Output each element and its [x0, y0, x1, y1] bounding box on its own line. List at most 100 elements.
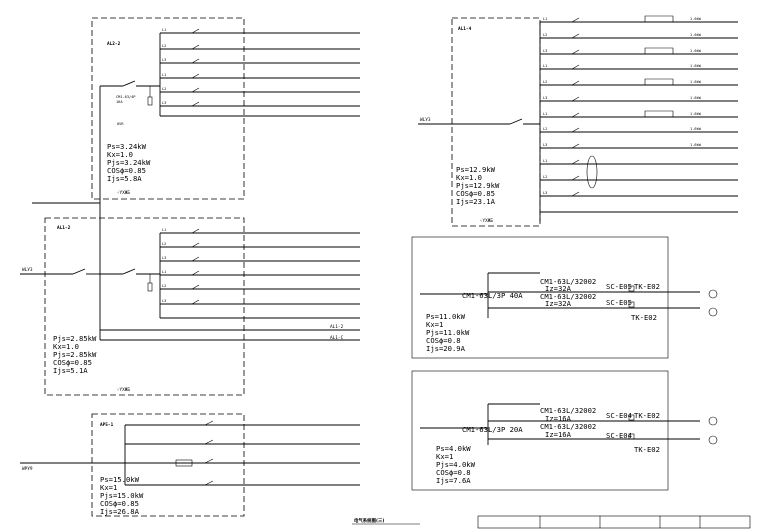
- svg-text:L1: L1: [162, 228, 166, 232]
- svg-text:L2: L2: [543, 175, 547, 179]
- svg-text:L3: L3: [543, 49, 547, 53]
- svg-text:Ps=4.0kW: Ps=4.0kW: [436, 444, 471, 453]
- svg-text:L2: L2: [543, 127, 547, 131]
- branch2-setting-upper: Iz=32A: [545, 299, 572, 308]
- branch2-breaker-lower: CM1-63L/32002: [540, 422, 596, 431]
- svg-text:L3: L3: [162, 299, 166, 303]
- svg-text:1.6kW: 1.6kW: [690, 112, 702, 116]
- calc-pjs: Pjs=3.24kW: [107, 158, 151, 167]
- panel-al2-2-calc: Ps=3.24kW Kx=1.0 Pjs=3.24kW COSϕ=0.85 Ij…: [107, 142, 151, 183]
- calc-cos: COSϕ=0.85: [107, 166, 146, 175]
- panel-ap5-1-outline: [91, 413, 245, 517]
- branch1-setting-lower: Iz=16A: [545, 414, 572, 423]
- phase-l1-b: L1: [162, 73, 166, 77]
- panel-al1-4-branches: [540, 15, 738, 213]
- svg-text:Kx=1: Kx=1: [426, 320, 443, 329]
- svg-text:COSϕ=0.85: COSϕ=0.85: [100, 499, 139, 508]
- branch1-breaker-lower: CM1-63L/32002: [540, 406, 596, 415]
- svg-text:L1: L1: [543, 159, 547, 163]
- main-breaker-lower: CM1-63L/3P 20A: [462, 425, 523, 434]
- svg-text:AL1-C: AL1-C: [330, 335, 344, 341]
- svg-text:Pjs=12.9kW: Pjs=12.9kW: [456, 181, 500, 190]
- svg-text:Pjs=11.0kW: Pjs=11.0kW: [426, 328, 470, 337]
- svg-text:Pjs=2.85kW: Pjs=2.85kW: [53, 334, 97, 343]
- svg-text:COSϕ=0.8: COSϕ=0.8: [426, 336, 461, 345]
- panel-al2-2-outline: [91, 17, 245, 200]
- svg-text:Ijs=26.8A: Ijs=26.8A: [100, 507, 140, 516]
- svg-text:Ps=11.0kW: Ps=11.0kW: [426, 312, 466, 321]
- contactor-symbol: [175, 459, 193, 467]
- motor-symbol: [708, 416, 718, 426]
- panel-al1-2-calc: Pjs=2.85kW Kx=1.0 Pjs=2.85kW COSϕ=0.85 I…: [53, 334, 97, 375]
- branch2-breaker-upper: CM1-63L/32002: [540, 292, 596, 301]
- calc-kx: Kx=1.0: [107, 150, 133, 159]
- svg-text:Pjs=15.0kW: Pjs=15.0kW: [100, 491, 144, 500]
- svg-text:1.6kW: 1.6kW: [690, 64, 702, 68]
- control-box-upper-calc: Ps=11.0kW Kx=1 Pjs=11.0kW COSϕ=0.8 Ijs=2…: [426, 312, 470, 353]
- svg-text:Ijs=20.9A: Ijs=20.9A: [426, 344, 466, 353]
- svg-text:COSϕ=0.8: COSϕ=0.8: [436, 468, 471, 477]
- relay1-lower: TK-E02: [634, 411, 660, 420]
- svg-text:1.6kW: 1.6kW: [690, 143, 702, 147]
- svg-text:L1: L1: [543, 17, 547, 21]
- panel-al2-2-branches: [160, 28, 360, 117]
- phase-l3-b: L3: [162, 101, 166, 105]
- svg-text:1.6kW: 1.6kW: [690, 80, 702, 84]
- contactor1-upper: SC-E05: [606, 282, 632, 291]
- svg-text:Kx=1: Kx=1: [100, 483, 117, 492]
- calc-ijs: Ijs=5.8A: [107, 174, 142, 183]
- svg-text:Ijs=23.1A: Ijs=23.1A: [456, 197, 496, 206]
- control-box-upper: CM1-63L/3P 40A CM1-63L/32002 Iz=32A CM1-…: [411, 236, 718, 359]
- panel-al1-4-calc: Ps=12.9kW Kx=1.0 Pjs=12.9kW COSϕ=0.85 Ij…: [456, 165, 500, 206]
- main-switch-symbol: [122, 80, 136, 87]
- svg-text:CM1-63/4P: CM1-63/4P: [116, 95, 135, 99]
- svg-text:L2: L2: [162, 284, 166, 288]
- title-block: 电气系统图(三): [352, 515, 751, 529]
- motor-symbol: [708, 307, 718, 317]
- panel-al1-2-name: AL1-2: [57, 225, 71, 231]
- svg-text:Kx=1: Kx=1: [436, 452, 453, 461]
- control-box-lower-calc: Ps=4.0kW Kx=1 Pjs=4.0kW COSϕ=0.8 Ijs=7.6…: [436, 444, 476, 485]
- incoming-switch: [72, 268, 86, 275]
- title-block-table: [477, 515, 751, 529]
- svg-text:OVR: OVR: [117, 122, 124, 126]
- svg-text:L1: L1: [162, 270, 166, 274]
- main-breaker-upper: CM1-63L/3P 40A: [462, 291, 523, 300]
- svg-text:Ijs=7.6A: Ijs=7.6A: [436, 476, 471, 485]
- phase-l1-a: L1: [162, 28, 166, 32]
- svg-text:L2: L2: [543, 80, 547, 84]
- svg-text:L1: L1: [543, 64, 547, 68]
- svg-text:Pjs=4.0kW: Pjs=4.0kW: [436, 460, 476, 469]
- relay2-upper: TK-E02: [631, 313, 657, 322]
- calc-ps: Ps=3.24kW: [107, 142, 147, 151]
- panel-al1-2-incoming: WLУ3: [22, 267, 33, 273]
- relay1-upper: TK-E02: [634, 282, 660, 291]
- svg-text:L2: L2: [162, 242, 166, 246]
- svg-text:AL1-2: AL1-2: [330, 324, 344, 330]
- phase-l2-a: L2: [162, 44, 166, 48]
- contactor2-lower: SC-E04: [606, 431, 632, 440]
- contactor2-upper: SC-E05: [606, 298, 632, 307]
- svg-text:L3: L3: [543, 96, 547, 100]
- svg-text:Kx=1.0: Kx=1.0: [53, 342, 79, 351]
- panel-al2-2-box-label: ˅ҮXЖБ: [117, 190, 130, 196]
- branch1-setting-upper: Iz=32A: [545, 284, 572, 293]
- contactor1-lower: SC-E04: [606, 411, 632, 420]
- control-box-lower-outline: [411, 370, 669, 491]
- panel-al1-2-box-label: ˅ҮXЖБ: [117, 387, 130, 393]
- phase-l3-a: L3: [162, 58, 166, 62]
- panel-ap5-1-calc: Ps=15.0kW Kx=1 Pjs=15.0kW COSϕ=0.85 Ijs=…: [100, 475, 144, 516]
- motor-symbol: [708, 435, 718, 445]
- svg-text:L3: L3: [162, 256, 166, 260]
- svg-text:L2: L2: [543, 33, 547, 37]
- panel-al2-2: AL2-2 CM1-63/4P 16A OVR L1 L2 L3 L1 L2 L…: [91, 17, 360, 200]
- panel-al2-2-name: AL2-2: [107, 41, 121, 47]
- motor-symbol: [708, 289, 718, 299]
- panel-al1-2-branches: [160, 228, 360, 319]
- phase-l2-b: L2: [162, 87, 166, 91]
- svg-text:1.6kW: 1.6kW: [690, 96, 702, 100]
- svg-text:COSϕ=0.85: COSϕ=0.85: [456, 189, 495, 198]
- svg-text:Ps=15.0kW: Ps=15.0kW: [100, 475, 140, 484]
- branch1-breaker-upper: CM1-63L/32002: [540, 277, 596, 286]
- panel-al1-2-outline: [44, 217, 245, 396]
